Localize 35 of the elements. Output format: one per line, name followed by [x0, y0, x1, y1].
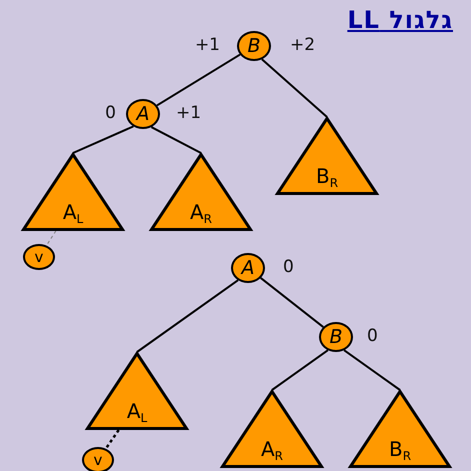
subtree-triangle — [221, 390, 323, 468]
tree-edge — [72, 125, 134, 154]
tree-edge — [344, 349, 401, 391]
subtree-label: A$_{L}$ — [62, 202, 84, 225]
balance-factor: +2 — [290, 35, 316, 55]
tree-node-circle: A — [126, 99, 160, 129]
subtree-label: A$_{R}$ — [188, 202, 214, 225]
subtree-triangle — [150, 153, 252, 231]
subtree-triangle — [22, 153, 124, 231]
tree-edge — [261, 58, 328, 118]
tree-node-circle: B — [319, 322, 353, 352]
subtree-triangle — [349, 390, 451, 468]
balance-factor: +1 — [176, 103, 202, 123]
balance-factor: +1 — [194, 35, 220, 55]
tree-node-circle: B — [237, 31, 271, 61]
tree-node-circle: A — [231, 253, 265, 283]
subtree-label: A$_{R}$ — [260, 439, 284, 462]
balance-factor: 0 — [283, 257, 294, 277]
tree-edge — [156, 54, 241, 106]
subtree-label: B$_{R}$ — [314, 166, 340, 189]
tree-node-circle: v — [82, 447, 114, 471]
tree-edge — [271, 349, 328, 391]
subtree-label: A$_{L}$ — [126, 401, 148, 424]
subtree-triangle — [276, 117, 378, 195]
dotted-line — [46, 230, 56, 246]
balance-factor: 0 — [367, 326, 378, 346]
title: גלגול LL — [347, 6, 453, 34]
balance-factor: 0 — [105, 103, 116, 123]
tree-edge — [150, 126, 202, 154]
subtree-label: B$_{R}$ — [388, 439, 412, 462]
tree-edge — [260, 277, 324, 328]
tree-node-circle: v — [23, 244, 55, 270]
dotted-line — [104, 429, 120, 450]
tree-edge — [136, 279, 239, 353]
subtree-triangle — [86, 352, 188, 430]
